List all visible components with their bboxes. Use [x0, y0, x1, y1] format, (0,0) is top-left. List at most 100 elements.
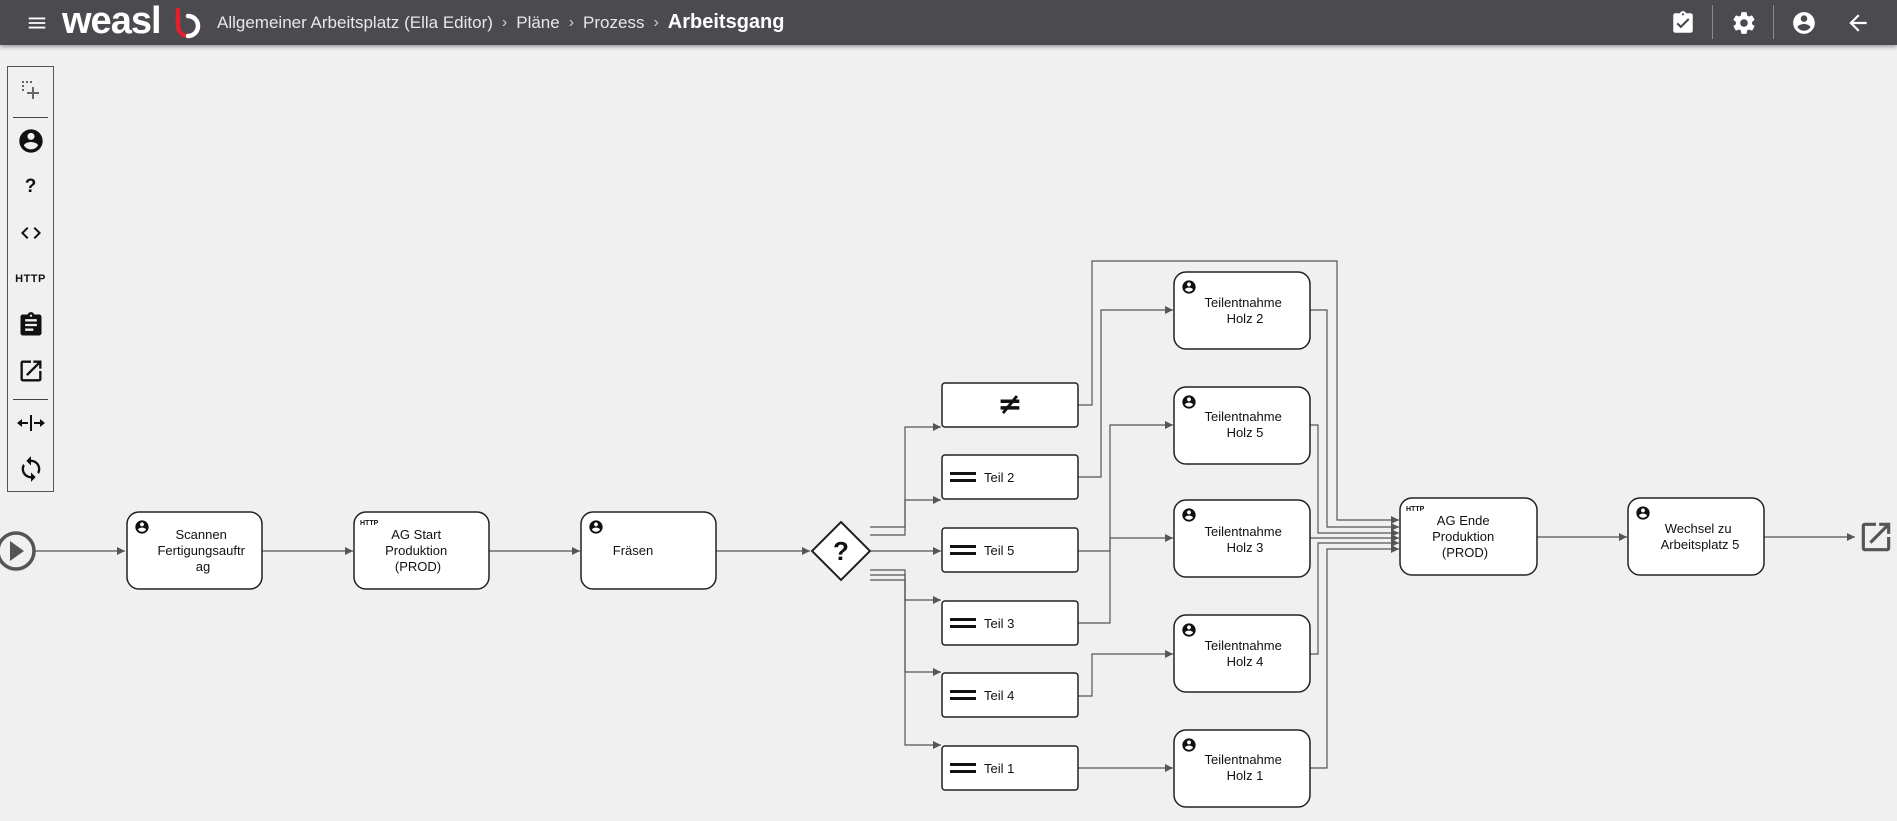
task-ag-start[interactable]: HTTP AG Start Produktion (PROD)	[353, 511, 490, 590]
condition-label: Teil 2	[984, 470, 1014, 485]
svg-text:AG Start Produktion: AG Start Produktion (PROD)	[385, 527, 451, 574]
equals-icon	[950, 545, 976, 555]
task-label: (PROD)	[395, 559, 441, 574]
toolbar-divider	[1712, 5, 1713, 39]
svg-text:Teilentnahme Holz 3: Teilentnahme Holz 3	[1205, 524, 1286, 555]
edge-holz2-agende	[1310, 309, 1399, 531]
edge-teil4-holz4	[1078, 650, 1173, 697]
edge-holz5-agende	[1310, 424, 1399, 537]
task-scannen[interactable]: Scannen Fertigungsauftr ag	[126, 511, 263, 590]
equals-icon	[950, 690, 976, 700]
task-label: Teilentnahme	[1205, 409, 1282, 424]
task-teilentnahme-holz-1[interactable]: Teilentnahme Holz 1	[1173, 729, 1311, 808]
svg-text:Teilentnahme Holz 5: Teilentnahme Holz 5	[1205, 409, 1286, 440]
breadcrumb: Allgemeiner Arbeitsplatz (Ella Editor) ›…	[217, 0, 784, 45]
task-label: (PROD)	[1442, 545, 1488, 560]
sequence-flows	[34, 260, 1855, 772]
breadcrumb-separator: ›	[568, 13, 575, 31]
task-label: Wechsel zu	[1665, 521, 1732, 536]
edge-gateway-neq	[870, 423, 941, 528]
task-teilentnahme-holz-4[interactable]: Teilentnahme Holz 4	[1173, 614, 1311, 693]
breadcrumb-item-plaene[interactable]: Pläne	[516, 12, 560, 32]
user-task-icon	[18, 129, 43, 153]
help-icon: ?	[833, 536, 849, 566]
task-label: Teilentnahme	[1205, 752, 1282, 767]
equals-icon	[950, 618, 976, 628]
condition-teil-2[interactable]: Teil 2	[941, 454, 1079, 500]
condition-teil-3[interactable]: Teil 3	[941, 600, 1079, 646]
user-task-tool[interactable]	[8, 123, 53, 159]
clipboard-icon	[20, 312, 41, 336]
clipboard-check-icon[interactable]	[1670, 10, 1696, 36]
menu-icon[interactable]	[26, 12, 48, 34]
breadcrumb-item-prozess[interactable]: Prozess	[583, 12, 645, 32]
task-label: Arbeitsplatz 5	[1661, 537, 1740, 552]
task-label: AG Start	[391, 527, 441, 542]
start-event[interactable]	[0, 531, 36, 571]
open-external-icon	[1861, 522, 1891, 552]
http-icon: HTTP	[15, 273, 46, 285]
weasl-logo: weasl	[62, 0, 201, 42]
open-external-tool[interactable]	[8, 353, 53, 389]
task-label: Fertigungsauftr	[157, 543, 245, 558]
task-label: AG Ende	[1437, 513, 1490, 528]
breadcrumb-separator: ›	[501, 13, 508, 31]
code-tool[interactable]	[8, 215, 53, 251]
gateway-decision[interactable]: ?	[810, 520, 872, 582]
condition-teil-5[interactable]: Teil 5	[941, 527, 1079, 573]
task-label: Scannen	[176, 527, 227, 542]
task-label: Produktion	[1432, 529, 1494, 544]
logo-text: weasl	[62, 0, 161, 42]
svg-text:AG Ende Produktion: AG Ende Produktion (PROD)	[1432, 513, 1498, 560]
condition-label: Teil 1	[984, 761, 1014, 776]
arrow-left-icon[interactable]	[1845, 10, 1871, 36]
task-label: Holz 1	[1227, 768, 1264, 783]
condition-teil-1[interactable]: Teil 1	[941, 745, 1079, 791]
http-icon: HTTP	[360, 520, 379, 527]
edge-neq-agende	[1078, 260, 1399, 524]
task-label: Teilentnahme	[1205, 524, 1282, 539]
gear-icon[interactable]	[1731, 10, 1757, 36]
task-teilentnahme-holz-3[interactable]: Teilentnahme Holz 3	[1173, 499, 1311, 578]
area-select-tool[interactable]	[8, 72, 53, 108]
task-label: Produktion	[385, 543, 447, 558]
end-event-open-external[interactable]	[1861, 522, 1891, 552]
condition-not-equal[interactable]: ≠	[941, 382, 1079, 428]
task-ag-ende[interactable]: HTTP AG Ende Produktion (PROD)	[1399, 497, 1538, 576]
task-wechsel[interactable]: Wechsel zu Arbeitsplatz 5	[1627, 497, 1765, 576]
edge-holz1-agende	[1310, 545, 1399, 769]
page-title: Arbeitsgang	[667, 11, 785, 33]
breadcrumb-item-arbeitsplatz[interactable]: Allgemeiner Arbeitsplatz (Ella Editor)	[217, 12, 493, 32]
task-teilentnahme-holz-5[interactable]: Teilentnahme Holz 5	[1173, 386, 1311, 465]
account-circle-icon[interactable]	[1791, 10, 1817, 36]
svg-text:Teilentnahme Holz 2: Teilentnahme Holz 2	[1205, 295, 1286, 326]
task-fraesen[interactable]: Fräsen	[580, 511, 717, 590]
task-teilentnahme-holz-2[interactable]: Teilentnahme Holz 2	[1173, 271, 1311, 350]
task-label: Teilentnahme	[1205, 295, 1282, 310]
condition-teil-4[interactable]: Teil 4	[941, 672, 1079, 718]
svg-text:Fräsen: Fräsen	[613, 543, 653, 558]
condition-label: Teil 4	[984, 688, 1014, 703]
svg-text:Teilentnahme Holz 4: Teilentnahme Holz 4	[1205, 638, 1286, 669]
tool-separator	[13, 399, 48, 400]
refresh-tool[interactable]	[8, 451, 53, 487]
split-tool[interactable]	[8, 405, 53, 441]
svg-text:Scannen Fertigungsauftr: Scannen Fertigungsauftr ag	[157, 527, 248, 574]
clipboard-tool[interactable]	[8, 307, 53, 343]
help-tool[interactable]: ?	[8, 169, 53, 205]
process-diagram[interactable]: Scannen Fertigungsauftr ag HTTP AG Start…	[0, 45, 1897, 821]
task-label: Teilentnahme	[1205, 638, 1282, 653]
condition-label: Teil 5	[984, 543, 1014, 558]
not-equal-icon: ≠	[997, 387, 1022, 422]
edge-holz4-agende	[1310, 539, 1399, 655]
edge-gateway-teil1	[870, 579, 941, 749]
tool-separator	[13, 117, 48, 118]
edge-gateway-teil2	[870, 496, 941, 536]
edge-teil2-holz2	[1078, 306, 1173, 478]
open-external-icon	[20, 360, 41, 382]
http-tool[interactable]: HTTP	[8, 261, 53, 297]
help-icon: ?	[24, 176, 37, 197]
condition-label: Teil 3	[984, 616, 1014, 631]
top-app-bar: weasl Allgemeiner Arbeitsplatz (Ella Edi…	[0, 0, 1897, 45]
edge-teil5-holz3	[1078, 534, 1173, 552]
